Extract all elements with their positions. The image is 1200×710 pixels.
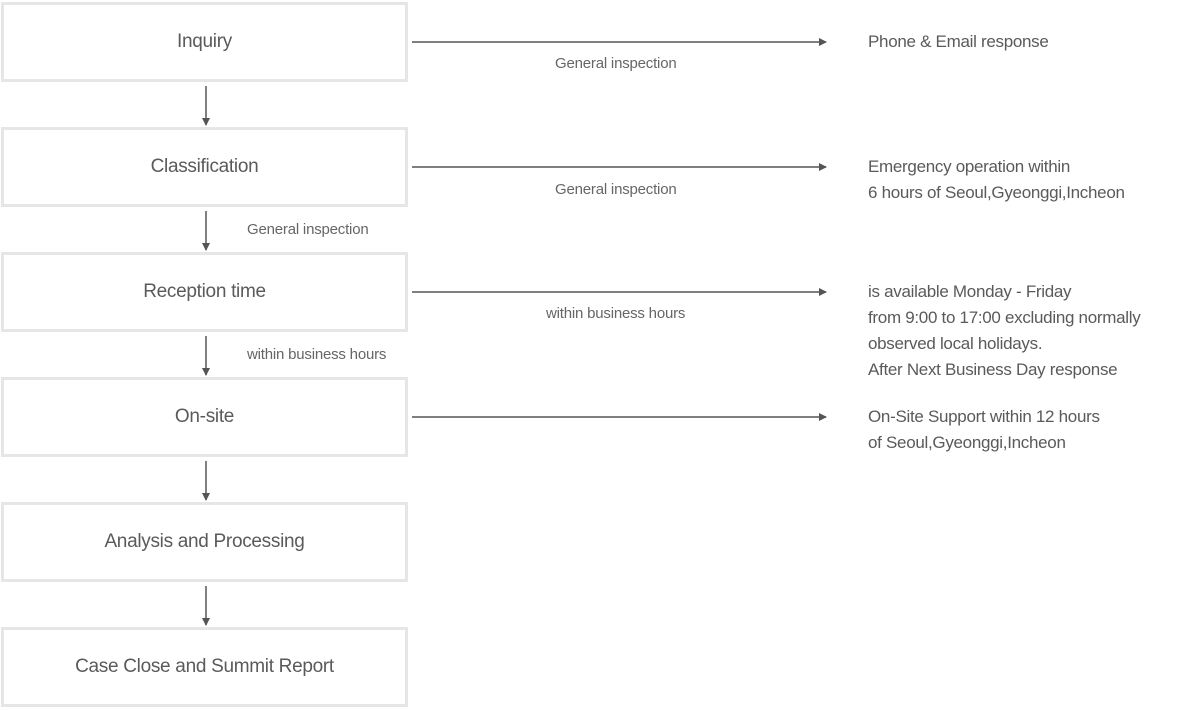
response-classification: Emergency operation within 6 hours of Se…: [868, 154, 1125, 206]
response-line: is available Monday - Friday: [868, 282, 1072, 301]
vertical-label-general-inspection: General inspection: [247, 221, 369, 238]
horizontal-label-reception: within business hours: [546, 305, 686, 322]
response-line: Emergency operation within: [868, 157, 1070, 176]
step-label: Inquiry: [177, 31, 232, 52]
vertical-label-business-hours: within business hours: [247, 346, 387, 363]
response-line: After Next Business Day response: [868, 360, 1118, 379]
step-label: Case Close and Summit Report: [75, 656, 334, 677]
step-case-close: Case Close and Summit Report: [1, 627, 408, 707]
response-onsite: On-Site Support within 12 hours of Seoul…: [868, 404, 1100, 456]
step-label: Reception time: [143, 281, 266, 302]
step-label: Classification: [150, 156, 259, 177]
horizontal-label-inquiry: General inspection: [555, 55, 677, 72]
response-line: observed local holidays.: [868, 334, 1043, 353]
step-label: On-site: [174, 406, 235, 427]
step-inquiry: Inquiry: [1, 2, 408, 82]
horizontal-label-classification: General inspection: [555, 181, 677, 198]
step-classification: Classification: [1, 127, 408, 207]
step-reception-time: Reception time: [1, 252, 408, 332]
response-inquiry: Phone & Email response: [868, 29, 1049, 55]
response-reception: is available Monday - Friday from 9:00 t…: [868, 279, 1141, 383]
response-line: of Seoul,Gyeonggi,Incheon: [868, 433, 1066, 452]
step-on-site: On-site: [1, 377, 408, 457]
step-label: Analysis and Processing: [104, 531, 305, 552]
step-analysis-processing: Analysis and Processing: [1, 502, 408, 582]
response-line: On-Site Support within 12 hours: [868, 407, 1100, 426]
response-line: from 9:00 to 17:00 excluding normally: [868, 308, 1141, 327]
response-line: 6 hours of Seoul,Gyeonggi,Incheon: [868, 183, 1125, 202]
response-line: Phone & Email response: [868, 32, 1049, 51]
